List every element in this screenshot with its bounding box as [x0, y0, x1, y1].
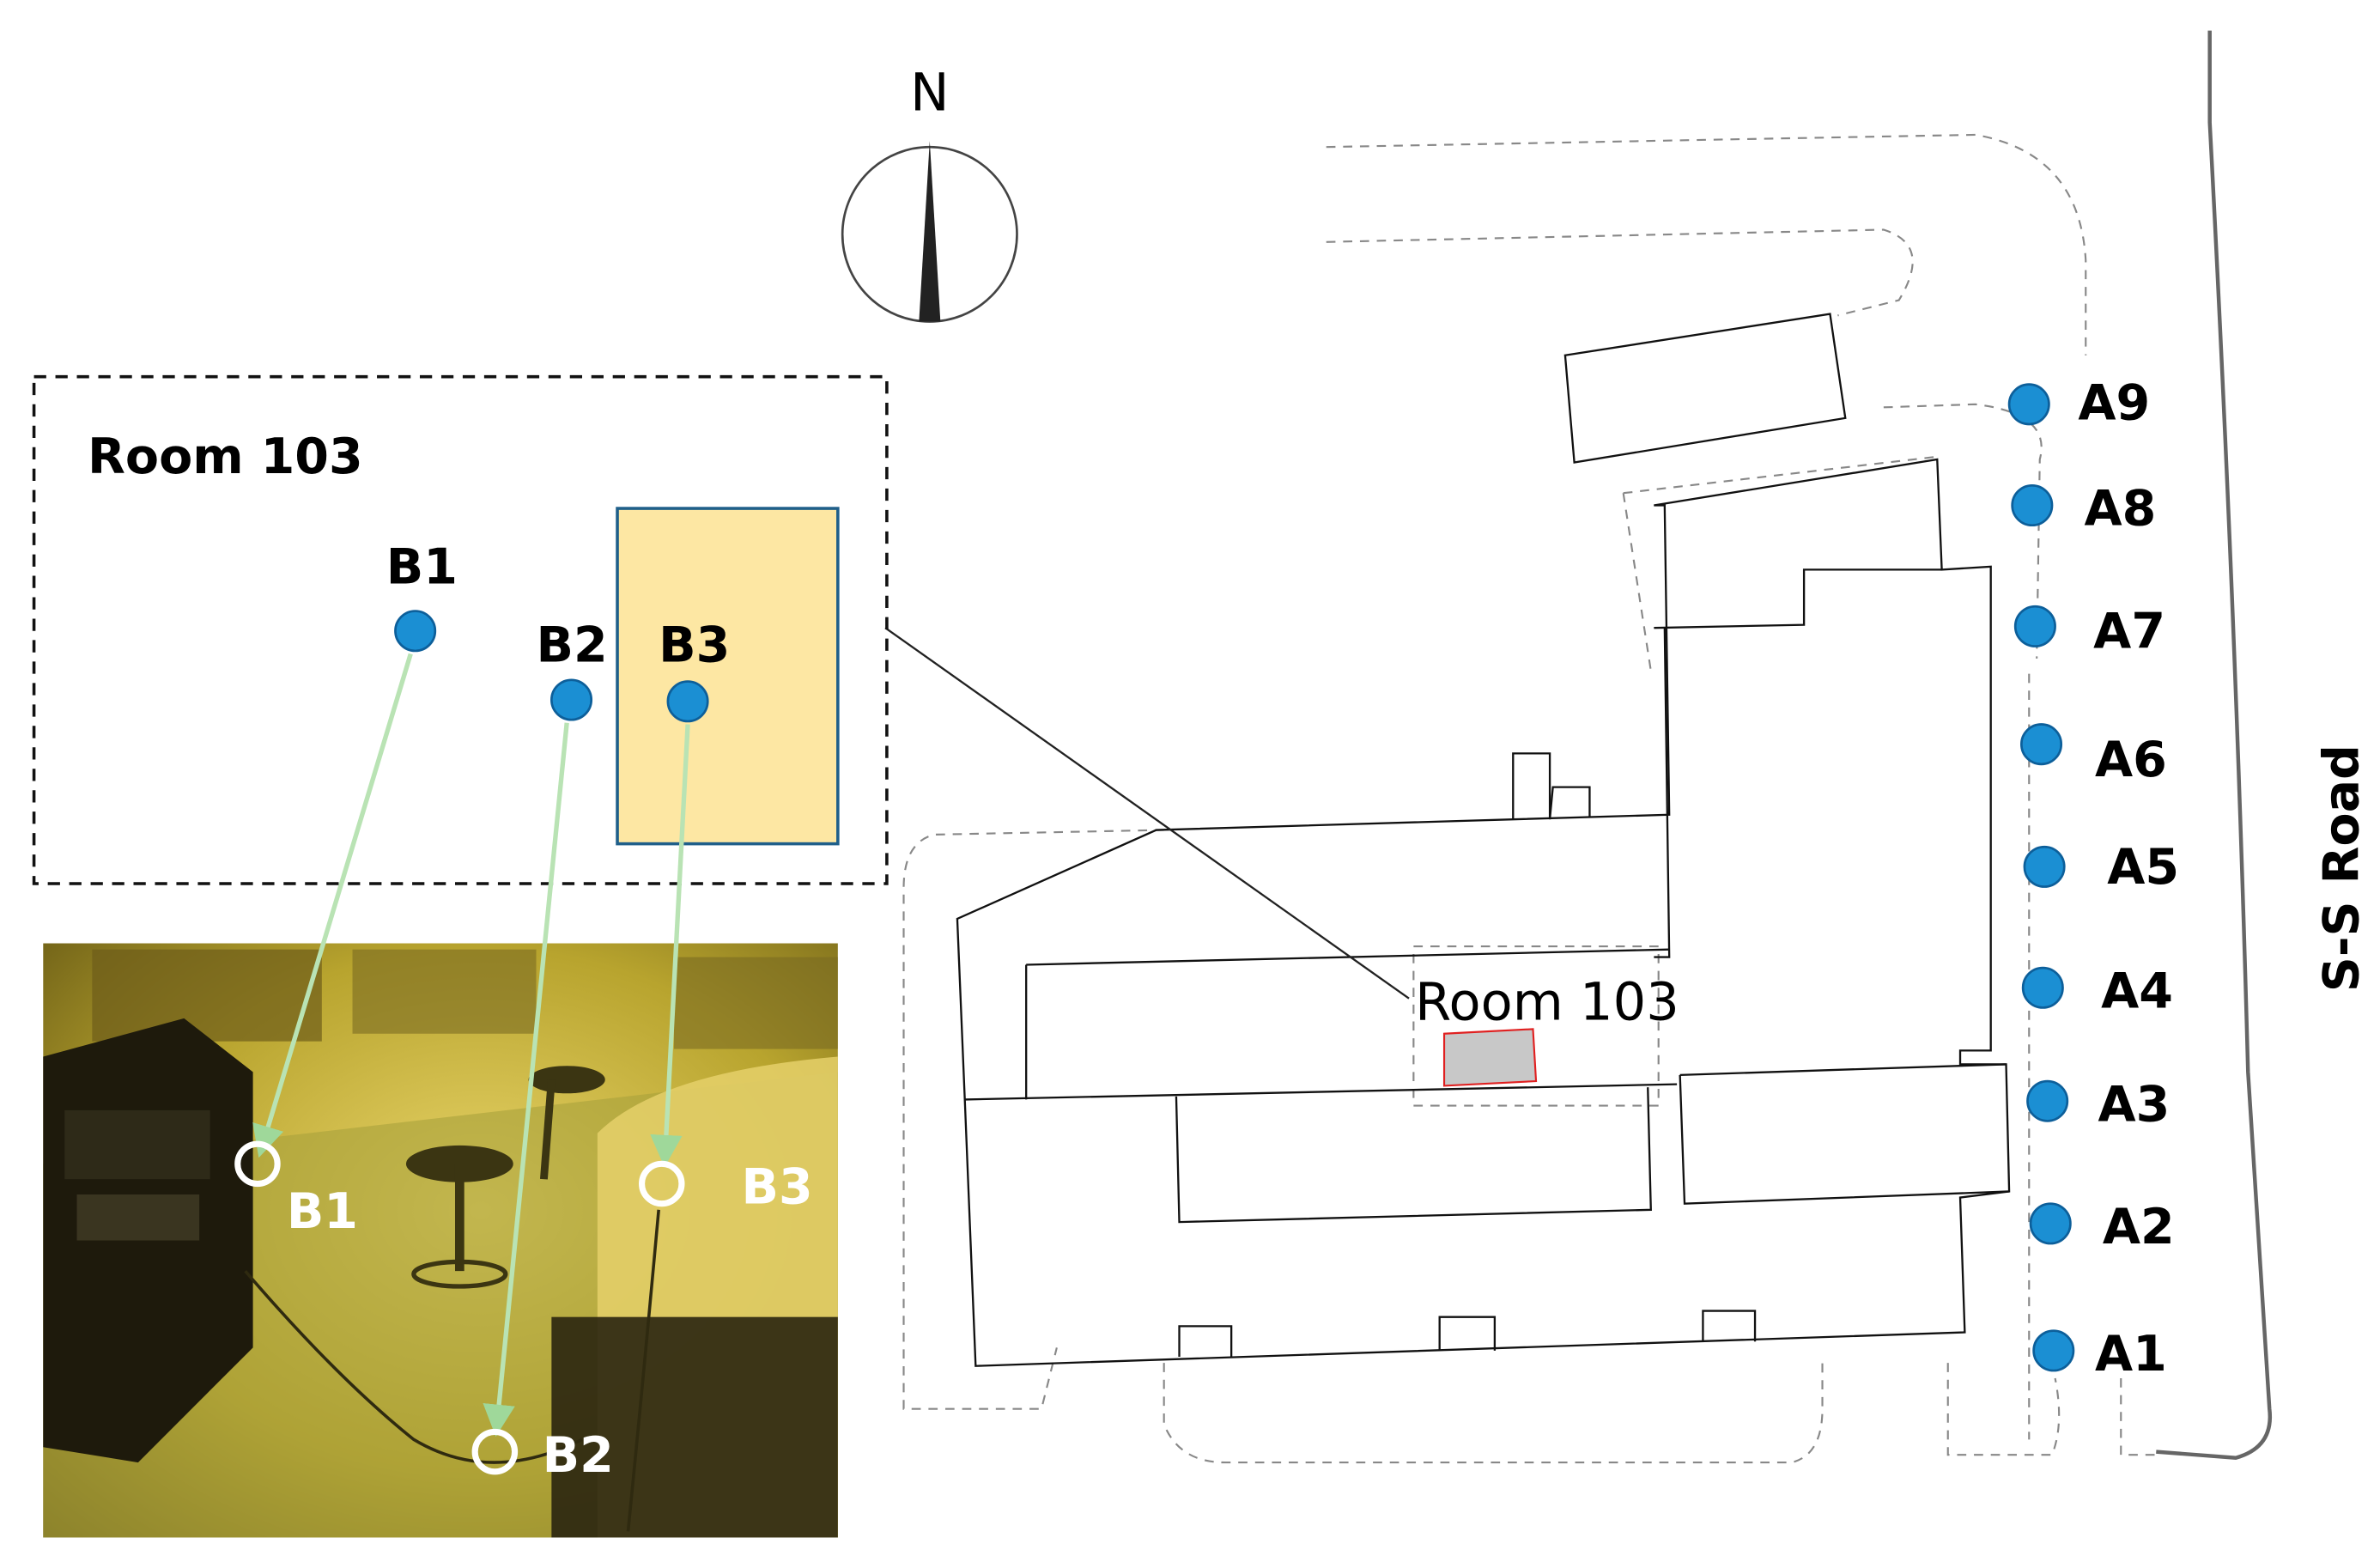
point-a6: A6 [2020, 723, 2167, 788]
svg-text:B2: B2 [537, 617, 608, 673]
svg-text:A1: A1 [2095, 1326, 2167, 1383]
svg-text:B3: B3 [659, 617, 730, 673]
arrows [252, 653, 690, 1437]
leader-line [884, 627, 1410, 1000]
compass-needle [919, 141, 941, 322]
north-annex [1563, 313, 1847, 464]
photo-marker-b1: B1 [234, 1140, 358, 1240]
road-edge [2156, 30, 2273, 1460]
svg-text:A6: A6 [2095, 732, 2167, 788]
photo-marker-b2: B2 [471, 1427, 614, 1484]
point-a2: A2 [2029, 1199, 2175, 1255]
site-roads [902, 133, 2159, 1464]
inset-title: Room 103 [88, 428, 363, 485]
inset-frame [32, 374, 889, 885]
room-inset: Room 103 B1 B2 B3 [32, 374, 889, 885]
svg-text:A5: A5 [2107, 839, 2179, 896]
lab-photo [43, 943, 838, 1538]
svg-text:B1: B1 [287, 1183, 358, 1240]
point-b1: B1 [386, 538, 458, 653]
point-a7: A7 [2013, 603, 2165, 659]
point-a4: A4 [2021, 963, 2173, 1019]
compass: N [841, 63, 1018, 323]
svg-text:A9: A9 [2078, 375, 2150, 432]
photo-marker-b3: B3 [639, 1159, 813, 1216]
equipment-zone [616, 507, 840, 846]
point-a5: A5 [2023, 839, 2179, 896]
svg-text:B1: B1 [386, 538, 458, 595]
arrow-b1 [252, 653, 413, 1158]
svg-text:A8: A8 [2084, 481, 2156, 538]
svg-text:A3: A3 [2098, 1076, 2171, 1133]
svg-text:A7: A7 [2093, 603, 2165, 659]
point-a1: A1 [2032, 1326, 2167, 1383]
road-label: S-S Road [2314, 745, 2371, 992]
main-building [956, 458, 2011, 1367]
arrow-b3 [650, 724, 690, 1168]
svg-text:B2: B2 [543, 1427, 614, 1484]
svg-text:A2: A2 [2103, 1199, 2175, 1255]
point-a8: A8 [2011, 481, 2156, 538]
room-103-marker [1442, 1028, 1538, 1087]
svg-text:B3: B3 [741, 1159, 812, 1216]
room-zoom-frame [1412, 945, 1660, 1107]
north-label: N [910, 63, 949, 123]
point-b2: B2 [537, 617, 608, 721]
a-points: A1 A2 A3 A4 A5 A6 A7 A8 [2007, 375, 2179, 1383]
photo-markers: B1 B3 B2 [234, 1140, 813, 1484]
arrow-b2 [483, 722, 569, 1437]
point-a9: A9 [2007, 375, 2150, 432]
svg-text:A4: A4 [2101, 963, 2173, 1019]
point-a3: A3 [2026, 1076, 2171, 1133]
site-plan: Room 103 [902, 30, 2273, 1464]
point-b3: B3 [659, 617, 730, 723]
room-103-map-label: Room 103 [1415, 973, 1679, 1033]
